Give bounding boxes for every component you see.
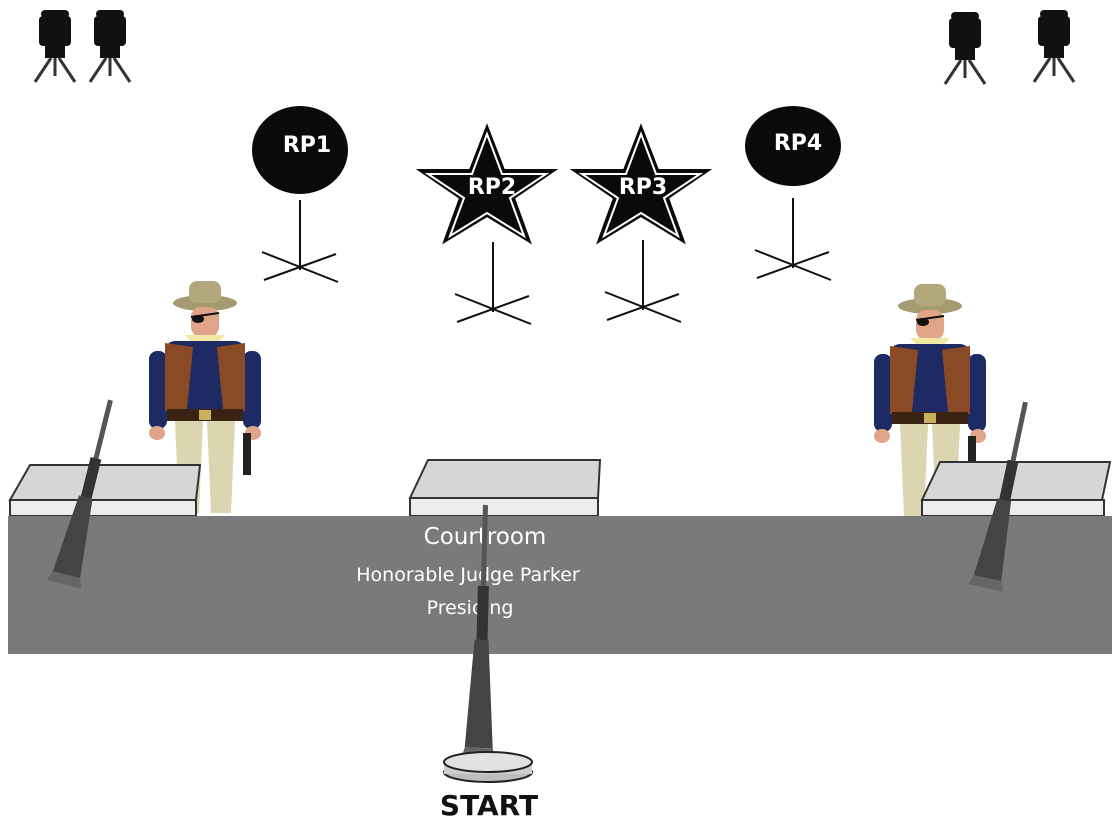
target-stand (454, 241, 532, 325)
target-rp1: RP1 (252, 106, 348, 194)
target-label: RP1 (283, 133, 331, 158)
stage-light-icon (1032, 8, 1076, 84)
target-rp2: RP2 (415, 123, 559, 245)
star-target-icon (569, 123, 713, 245)
banner-line3: Presiding (427, 597, 514, 619)
table-left (8, 464, 202, 517)
stage-light-icon (88, 8, 132, 84)
stage-light-icon (33, 8, 77, 84)
target-label: RP4 (774, 131, 822, 156)
target-label: RP3 (619, 175, 667, 200)
stage-light-icon (943, 10, 987, 86)
star-target-icon (415, 123, 559, 245)
circle-target-icon (745, 106, 841, 186)
banner-line2: Honorable Judge Parker (356, 564, 580, 586)
barricade-wall (8, 516, 1112, 654)
circle-target-icon (252, 106, 348, 194)
target-label: RP2 (468, 175, 516, 200)
start-plate (443, 751, 533, 783)
target-stand (261, 199, 339, 283)
target-stand (754, 197, 832, 281)
start-label: START (440, 789, 538, 822)
target-rp3: RP3 (569, 123, 713, 245)
target-stand (604, 239, 682, 323)
table-center (408, 459, 602, 517)
target-rp4: RP4 (745, 106, 841, 186)
